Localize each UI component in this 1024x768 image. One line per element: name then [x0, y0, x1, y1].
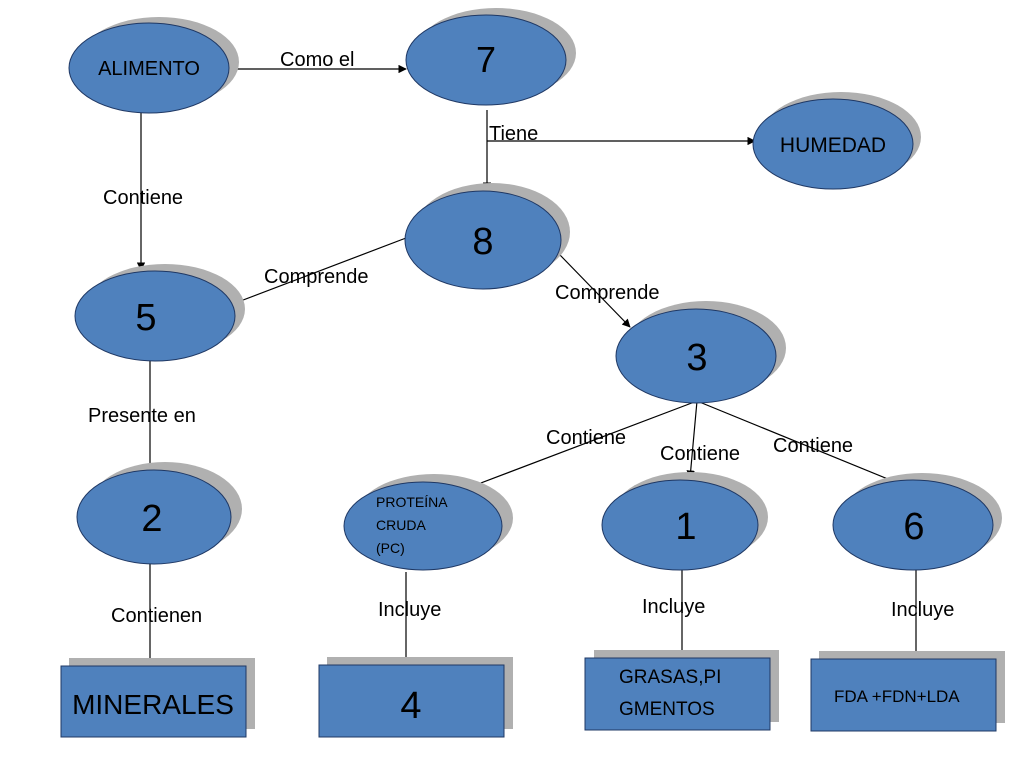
node-label-line-2: CRUDA — [376, 517, 426, 533]
node-body — [404, 190, 562, 290]
box-label: 4 — [400, 685, 421, 727]
node-label: ALIMENTO — [98, 58, 200, 80]
label-incluye-6: Incluye — [891, 599, 954, 621]
node-label: HUMEDAD — [780, 134, 886, 157]
edges — [136, 64, 921, 667]
node-label: 3 — [686, 337, 707, 379]
box-label: MINERALES — [72, 689, 234, 720]
box-label-line-2: GMENTOS — [619, 699, 715, 720]
node-label-line-1: PROTEÍNA — [376, 494, 448, 510]
label-comprende-left: Comprende — [264, 266, 369, 288]
label-incluye-1: Incluye — [642, 596, 705, 618]
box-fda-fdn-lda: FDA +FDN+LDA — [810, 651, 1005, 732]
node-label-line-3: (PC) — [376, 540, 405, 556]
box-body — [584, 657, 771, 731]
node-6: 6 — [832, 473, 1002, 571]
label-tiene: Tiene — [489, 123, 538, 145]
node-proteina-cruda: PROTEÍNA CRUDA (PC) — [343, 474, 513, 571]
box-label: FDA +FDN+LDA — [834, 687, 960, 706]
label-contienen: Contienen — [111, 605, 202, 627]
edge-8-3 — [559, 254, 631, 328]
node-label: 1 — [675, 506, 696, 548]
node-alimento: ALIMENTO — [68, 17, 239, 114]
node-3: 3 — [615, 301, 786, 404]
node-body — [601, 479, 759, 571]
box-body — [318, 664, 505, 738]
node-label: 2 — [141, 498, 162, 540]
label-contiene-1: Contiene — [660, 443, 740, 465]
node-label: 8 — [472, 221, 493, 263]
box-body — [810, 658, 997, 732]
node-body — [615, 308, 777, 404]
label-contiene-pc: Contiene — [546, 427, 626, 449]
node-body — [752, 98, 914, 190]
edge-3-pc — [464, 400, 698, 491]
node-body — [74, 270, 236, 362]
edge-8-5 — [229, 237, 407, 307]
box-4: 4 — [318, 657, 513, 738]
edge-labels: Como el Tiene Contiene Comprende Compren… — [88, 49, 954, 627]
node-label: 6 — [903, 506, 924, 548]
node-2: 2 — [76, 462, 242, 565]
box-body — [60, 665, 247, 738]
node-body — [832, 479, 994, 571]
node-body — [343, 481, 503, 571]
node-body — [76, 469, 232, 565]
box-minerales: MINERALES — [60, 658, 255, 738]
node-label: 5 — [135, 297, 156, 339]
node-8: 8 — [404, 183, 570, 290]
node-body — [68, 22, 230, 114]
box-grasas-pigmentos: GRASAS,PI GMENTOS — [584, 650, 779, 731]
node-7: 7 — [405, 8, 576, 106]
node-humedad: HUMEDAD — [752, 92, 921, 190]
label-presente-en: Presente en — [88, 405, 196, 427]
node-5: 5 — [74, 264, 245, 362]
box-label-line-1: GRASAS,PI — [619, 667, 721, 688]
label-contiene-alimento: Contiene — [103, 187, 183, 209]
label-incluye-pc: Incluye — [378, 599, 441, 621]
label-comprende-right: Comprende — [555, 282, 660, 304]
node-1: 1 — [601, 472, 768, 571]
label-como-el: Como el — [280, 49, 354, 71]
node-body — [405, 14, 567, 106]
node-label: 7 — [476, 39, 496, 80]
edge-3-1 — [686, 400, 698, 479]
label-contiene-6: Contiene — [773, 435, 853, 457]
edge-3-6 — [696, 400, 901, 486]
